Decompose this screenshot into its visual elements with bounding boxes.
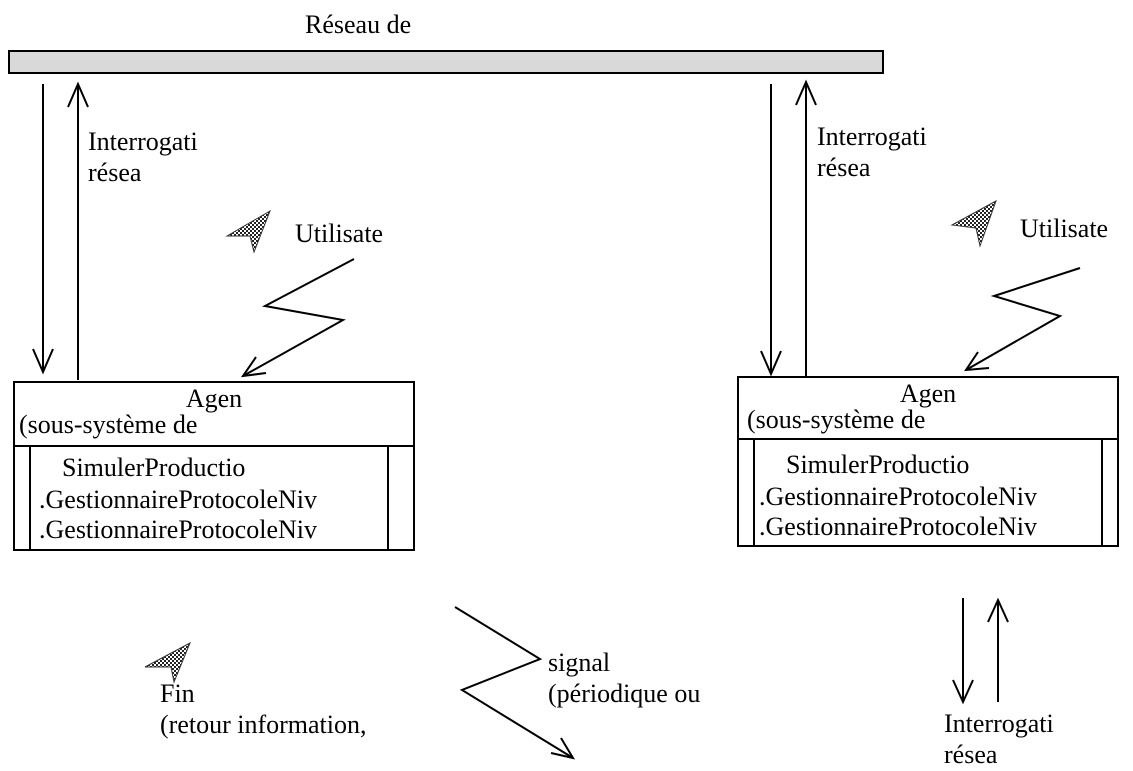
right-module-rail-right	[1101, 440, 1103, 545]
right-interrogation-label-2: résea	[817, 153, 871, 182]
end-cursor-icon	[144, 641, 191, 684]
bottom-up-arrow	[987, 597, 1009, 702]
left-user-lightning-arrow	[240, 258, 355, 378]
left-module-1: SimulerProductio	[62, 453, 246, 482]
right-module-3: .GestionnaireProtocoleNiv	[759, 512, 1037, 541]
left-interrogation-label-1: Interrogati	[88, 127, 198, 156]
right-module-1: SimulerProductio	[786, 450, 970, 479]
signal-label-1: signal	[548, 648, 611, 677]
end-label-1: Fin	[160, 679, 195, 708]
bottom-interrogation-label-1: Interrogati	[944, 709, 1054, 738]
right-user-cursor-icon	[950, 199, 997, 248]
left-agent-title: Agen	[185, 384, 243, 413]
left-agent-box: Agen (sous-système de SimulerProductio .…	[13, 381, 415, 551]
left-interrogation-label-2: résea	[88, 158, 142, 187]
end-label-2: (retour information,	[160, 710, 367, 739]
right-module-2: .GestionnaireProtocoleNiv	[759, 482, 1037, 511]
left-agent-subtitle: (sous-système de	[19, 410, 198, 439]
left-agent-modules: SimulerProductio .GestionnaireProtocoleN…	[15, 445, 413, 549]
left-module-2: .GestionnaireProtocoleNiv	[39, 485, 317, 514]
right-up-arrow	[795, 79, 817, 376]
right-agent-subtitle: (sous-système de	[747, 405, 926, 434]
network-label: Réseau de	[305, 10, 412, 39]
signal-label-2: (périodique ou	[548, 679, 701, 708]
left-user-cursor-icon	[225, 209, 271, 254]
network-bar	[8, 50, 884, 74]
left-module-3: .GestionnaireProtocoleNiv	[39, 515, 317, 544]
right-user-label: Utilisate	[1020, 214, 1109, 243]
left-module-rail-right	[387, 447, 389, 549]
left-down-arrow	[32, 84, 54, 375]
left-module-rail-left	[29, 447, 31, 549]
right-agent-title: Agen	[899, 379, 957, 408]
right-agent-modules: SimulerProductio .GestionnaireProtocoleN…	[739, 438, 1117, 545]
signal-lightning-arrow	[454, 606, 576, 760]
left-up-arrow	[67, 81, 89, 380]
right-interrogation-label-1: Interrogati	[817, 122, 927, 151]
right-user-lightning-arrow	[964, 267, 1081, 372]
left-user-label: Utilisate	[295, 219, 384, 248]
right-agent-box: Agen (sous-système de SimulerProductio .…	[737, 376, 1119, 547]
right-module-rail-left	[753, 440, 755, 545]
bottom-down-arrow	[952, 598, 974, 705]
bottom-interrogation-label-2: résea	[944, 740, 998, 769]
right-down-arrow	[760, 84, 782, 377]
